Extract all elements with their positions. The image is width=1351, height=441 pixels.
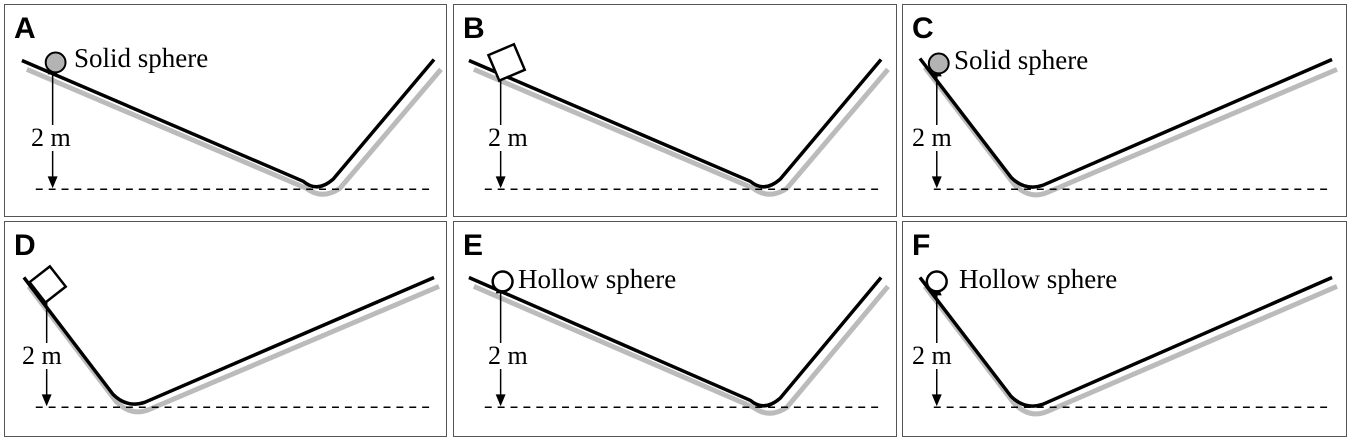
panel-d: D 2 m [4,221,447,437]
track-diagram-d [22,264,440,415]
track-shadow [25,67,443,197]
hollow-sphere-icon [925,270,948,293]
track-shadow [922,65,1338,198]
panel-letter: A [14,12,36,45]
height-label: 2 m [486,341,530,370]
panel-b: B 2 m [453,4,897,217]
height-arrow-down [47,176,58,189]
object-label: Solid sphere [954,45,1089,75]
panel-c: C Solid sphere 2 m [902,4,1347,217]
height-arrow-down [41,394,52,407]
track-diagram-f [918,270,1338,417]
height-label: 2 m [29,123,73,152]
object-label: Solid sphere [74,43,209,73]
height-arrow-down [931,394,942,407]
track-diagram-a [21,51,443,197]
track [21,58,436,189]
height-arrow-down [931,176,942,189]
track [918,57,1333,189]
height-label: 2 m [20,341,64,370]
height-label: 2 m [910,123,954,152]
height-arrow-down [495,394,506,407]
block-icon [486,42,527,83]
track [468,275,883,408]
object-label: Hollow sphere [518,264,677,294]
track-shadow [472,67,890,197]
track-diagram-c [918,52,1338,198]
hollow-sphere-icon [491,270,514,293]
height-label: 2 m [910,341,954,370]
track [468,58,883,189]
track-shadow [26,284,440,415]
panel-e: E Hollow sphere 2 m [453,221,897,437]
panel-letter: B [463,12,485,45]
height-arrow-down [495,176,506,189]
solid-sphere-icon [44,51,67,74]
panel-letter: C [912,12,934,45]
height-label: 2 m [486,123,530,152]
panel-a: A Solid sphere 2 m [4,4,447,217]
track-diagram-e [468,270,890,416]
object-label: Hollow sphere [959,264,1118,294]
block-icon [27,264,68,305]
panel-letter: D [14,229,36,262]
track [918,275,1333,408]
panel-letter: E [463,229,484,262]
solid-sphere-icon [927,52,950,75]
panel-letter: F [912,229,931,262]
track [22,275,435,406]
track-shadow [922,284,1338,417]
track-diagram-b [468,42,890,197]
panel-f: F Hollow sphere 2 m [902,221,1347,437]
